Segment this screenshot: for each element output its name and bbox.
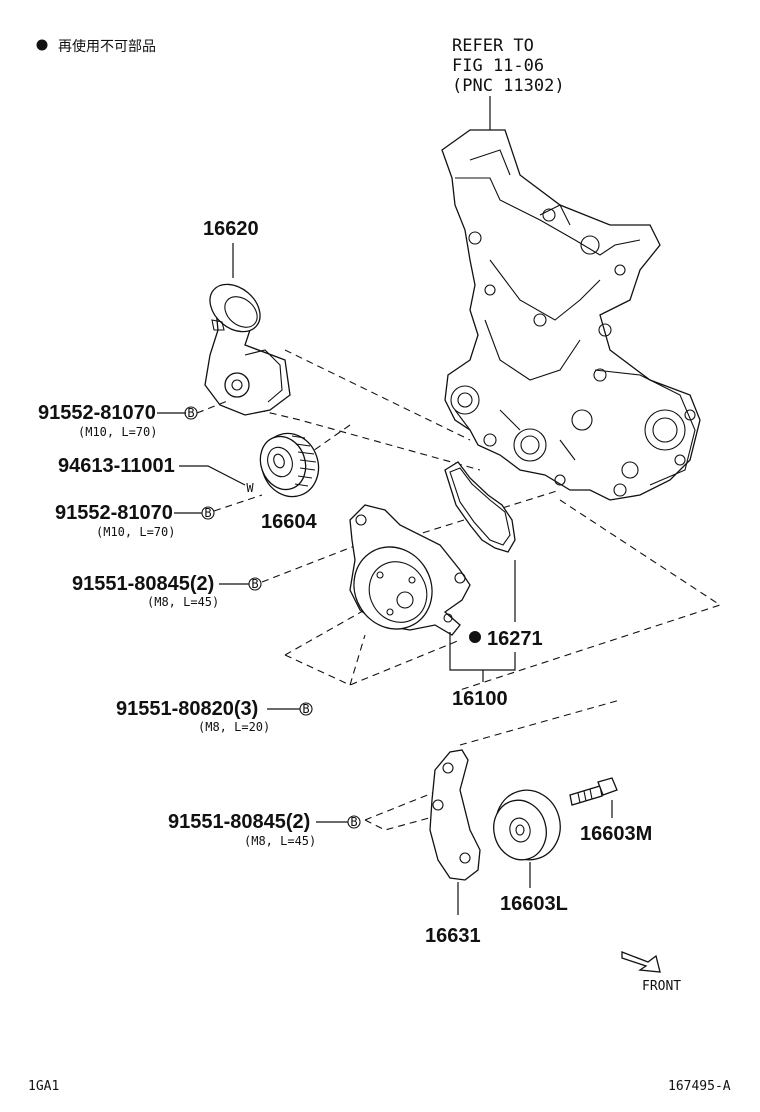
fastener-3-symbol: B: [204, 506, 211, 520]
legend-text: 再使用不可部品: [58, 38, 156, 55]
idler-bracket-drawing: [429, 749, 481, 881]
fastener-4-number: 91551-80845(2): [72, 573, 214, 595]
fastener-3-symbol-icon: [201, 506, 215, 520]
front-arrow-icon: [621, 951, 661, 973]
fastener-6-symbol-icon: [347, 815, 361, 829]
fastener-6-number: 91551-80845(2): [168, 811, 310, 833]
refer-line1: REFER TO: [452, 36, 534, 56]
fastener-1-symbol: B: [187, 406, 194, 420]
fastener-6-spec: (M8, L=45): [244, 834, 316, 848]
idler-pulley-lower-drawing: [493, 789, 561, 861]
fastener-5-symbol-icon: [299, 702, 313, 716]
part-16604: 16604: [261, 511, 317, 533]
fastener-1-number: 91552-81070: [38, 402, 156, 424]
fastener-3-number: 91552-81070: [55, 502, 173, 524]
part-16603L: 16603L: [500, 893, 568, 915]
reuse-bullet-icon: [36, 39, 48, 51]
part-16620: 16620: [203, 218, 259, 240]
timing-cover-drawing: [441, 129, 701, 501]
fastener-4-symbol: B: [251, 577, 258, 591]
refer-line3: (PNC 11302): [452, 76, 565, 96]
bolt-drawing: [569, 777, 618, 806]
footer-left: 1GA1: [28, 1079, 59, 1094]
gasket-drawing: [444, 461, 516, 553]
gasket-inner-edge: [449, 467, 511, 546]
part-16603M: 16603M: [580, 823, 652, 845]
part-16271: 16271: [487, 628, 543, 650]
part-16100: 16100: [452, 688, 508, 710]
fastener-1-dash: [196, 399, 231, 414]
fastener-5-spec: (M8, L=20): [198, 720, 270, 734]
fastener-2-number: 94613-11001: [58, 455, 175, 477]
fastener-1-spec: (M10, L=70): [78, 425, 157, 439]
reuse-bullet-16271-icon: [469, 631, 481, 643]
idler-pulley-drawing: [259, 432, 320, 498]
refer-line2: FIG 11-06: [452, 56, 544, 76]
fastener-5-symbol: B: [302, 702, 309, 716]
tensioner-drawing: [204, 283, 291, 416]
fastener-5-number: 91551-80820(3): [116, 698, 258, 720]
fastener-6-symbol: B: [350, 815, 357, 829]
fastener-4-symbol-icon: [248, 577, 262, 591]
fastener-3-spec: (M10, L=70): [96, 525, 175, 539]
footer-right: 167495-A: [668, 1079, 731, 1094]
fastener-2-symbol: W: [246, 481, 254, 495]
fastener-4-spec: (M8, L=45): [147, 595, 219, 609]
fastener-2-leader: [179, 465, 246, 486]
fastener-3-dash: [213, 494, 263, 512]
water-pump-drawing: [349, 504, 471, 636]
front-label: FRONT: [642, 979, 681, 994]
part-16631: 16631: [425, 925, 481, 947]
